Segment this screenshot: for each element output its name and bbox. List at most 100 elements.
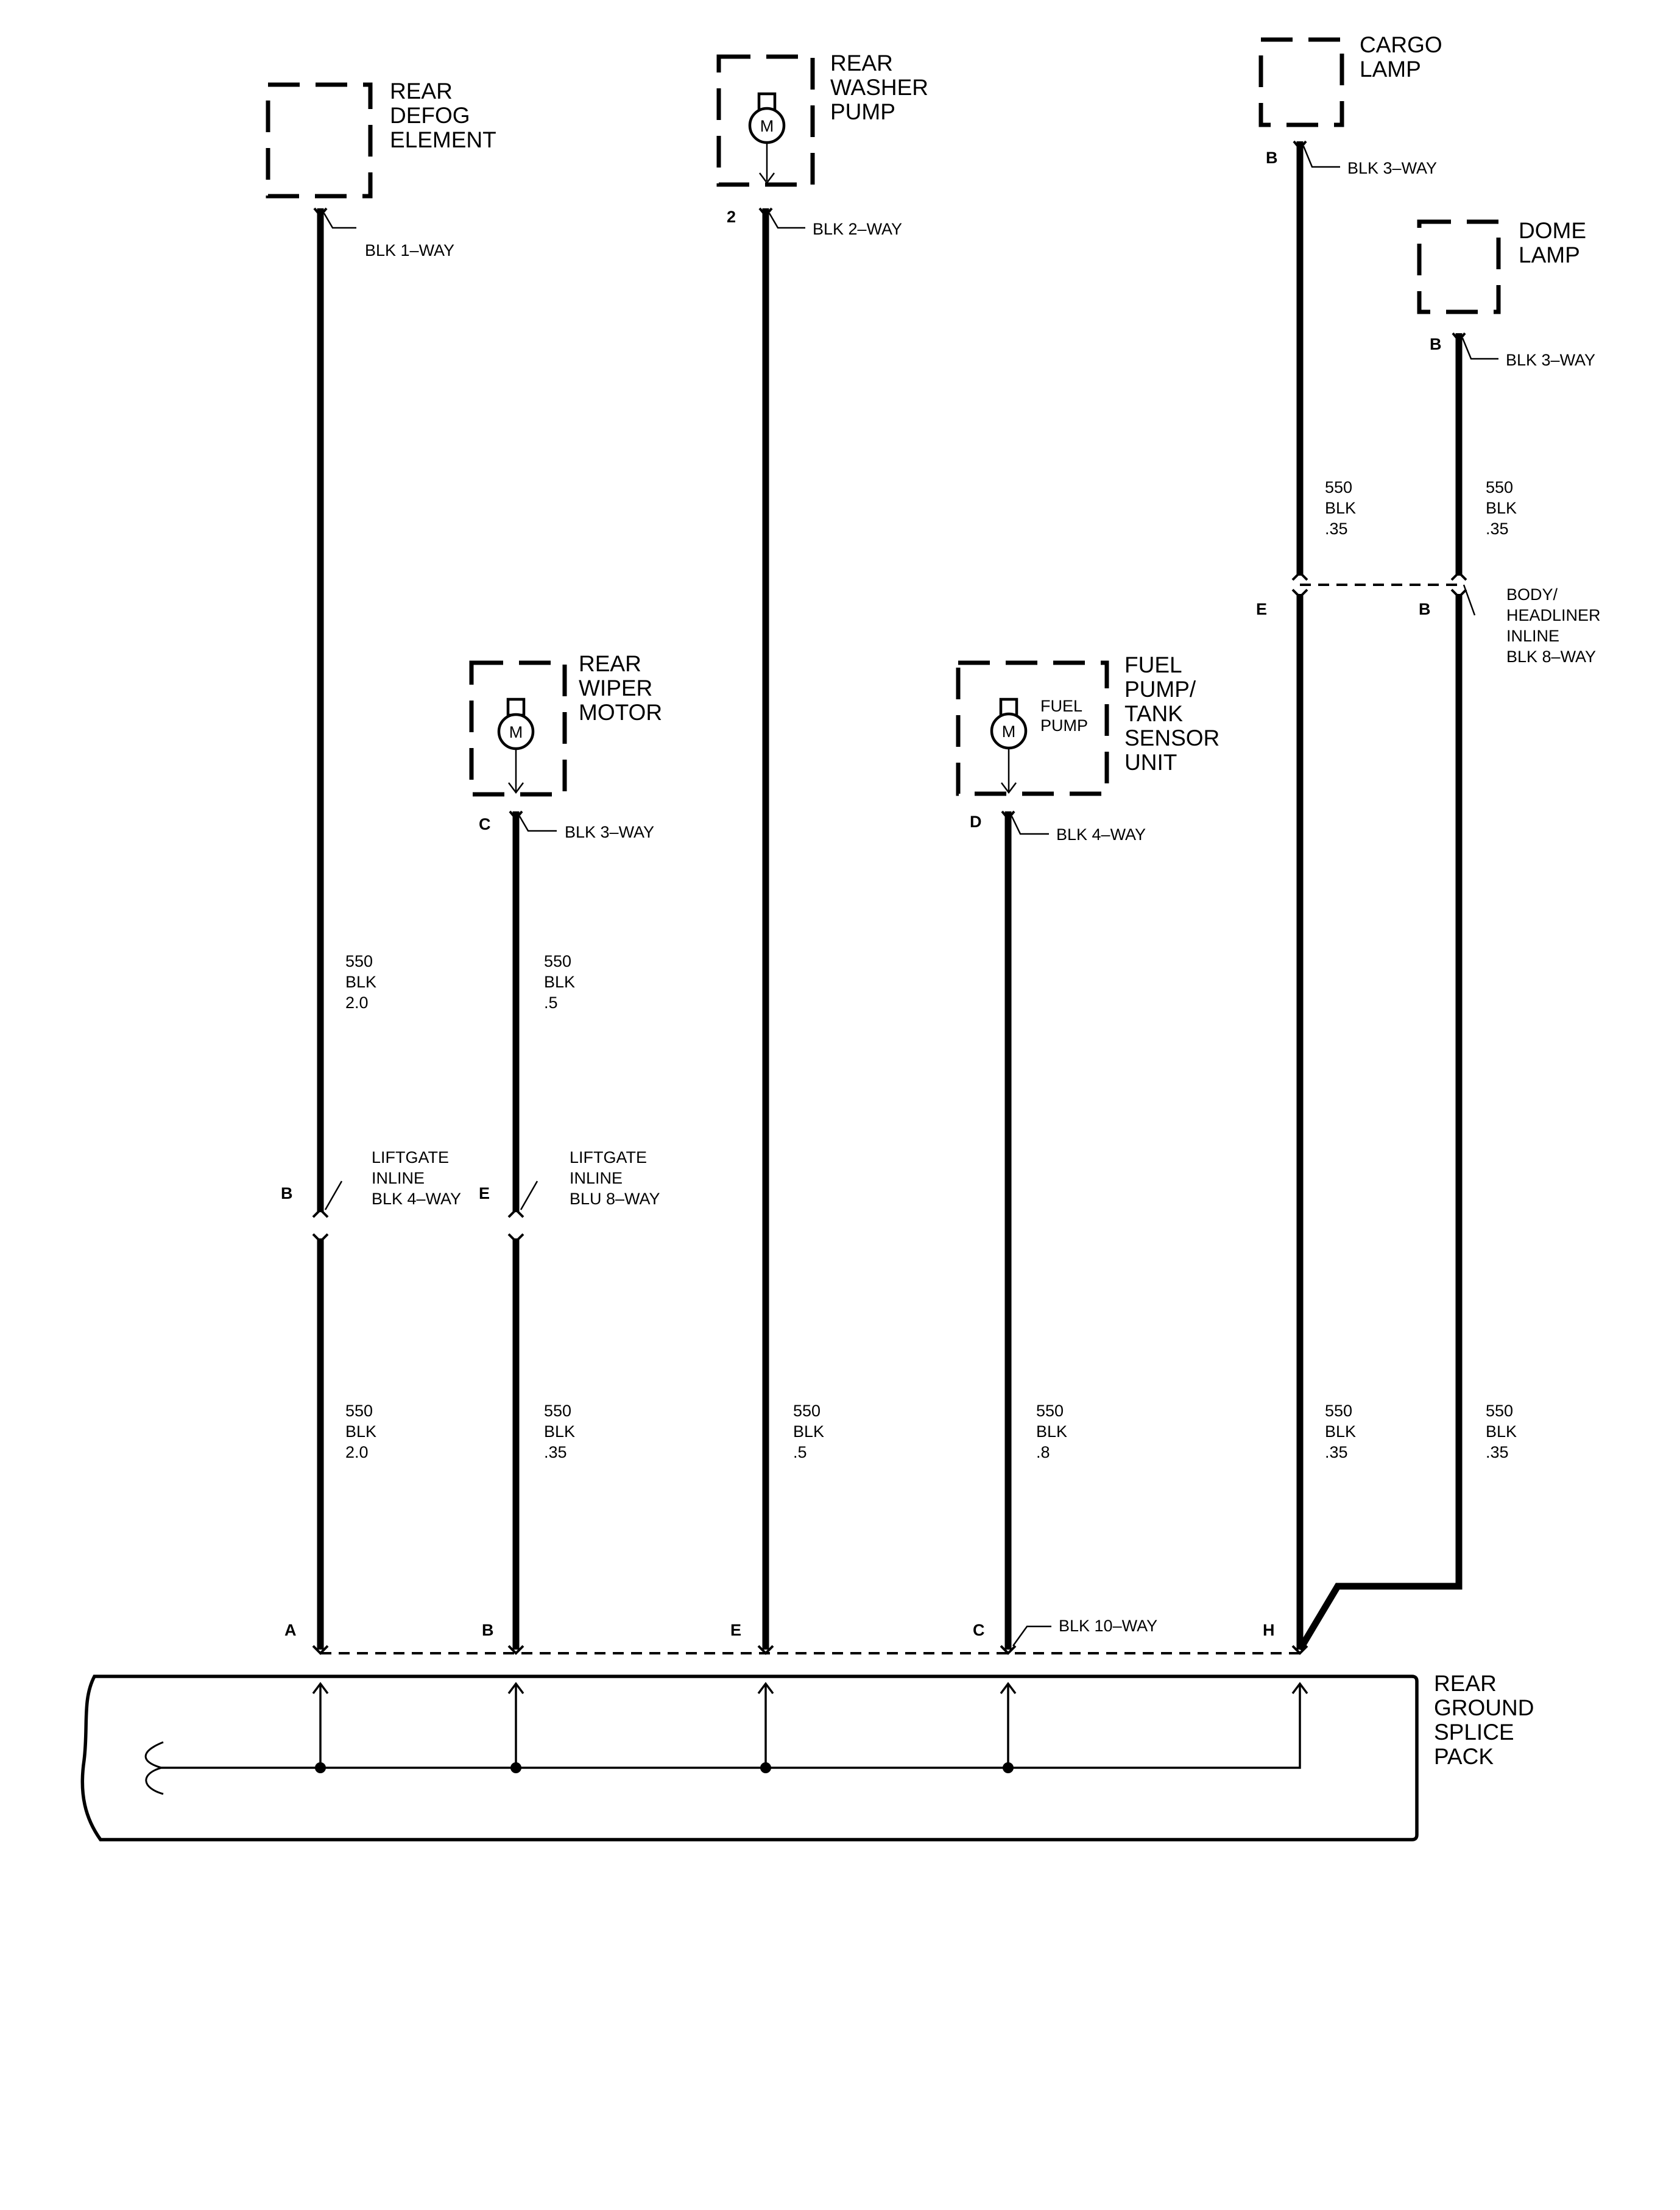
fuel-pump-tank-sensor-box [956, 660, 1109, 796]
svg-text:UNIT: UNIT [1124, 750, 1177, 775]
svg-text:LIFTGATE: LIFTGATE [570, 1148, 647, 1167]
connector-defog-label: BLK 1–WAY [365, 241, 454, 259]
connector-washer-label: BLK 2–WAY [813, 220, 902, 238]
pin-fuel-top: D [970, 813, 982, 831]
svg-text:.5: .5 [793, 1443, 807, 1461]
svg-text:.35: .35 [544, 1443, 567, 1461]
svg-text:.5: .5 [544, 994, 558, 1012]
rear-ground-splice-pack-body [80, 1675, 1419, 1841]
svg-text:550: 550 [544, 1402, 571, 1420]
fuel-pump-inner-label-1: FUEL [1040, 697, 1082, 715]
svg-text:BLK: BLK [544, 1422, 575, 1441]
svg-text:550: 550 [1036, 1402, 1064, 1420]
svg-text:REAR: REAR [579, 651, 641, 676]
pin-splice-a: A [284, 1621, 297, 1639]
svg-text:PACK: PACK [1434, 1744, 1494, 1769]
svg-text:DOME: DOME [1519, 218, 1586, 243]
svg-text:ELEMENT: ELEMENT [390, 127, 496, 152]
svg-text:BLK: BLK [1325, 1422, 1356, 1441]
svg-text:BLK: BLK [1486, 1422, 1517, 1441]
rear-defog-element-box [266, 82, 373, 199]
pin-liftgate-a: B [281, 1184, 293, 1202]
svg-text:REAR: REAR [390, 79, 453, 104]
svg-text:.35: .35 [1486, 520, 1509, 538]
svg-text:PUMP: PUMP [830, 99, 895, 124]
wire-label-dome-upper: 550 BLK .35 [1486, 478, 1517, 538]
svg-text:WIPER: WIPER [579, 676, 652, 701]
wire-label-cargo-upper: 550 BLK .35 [1325, 478, 1356, 538]
wire-label-washer: 550 BLK .5 [793, 1402, 824, 1461]
wire-label-fuel: 550 BLK .8 [1036, 1402, 1067, 1461]
svg-text:INLINE: INLINE [570, 1169, 623, 1187]
svg-text:MOTOR: MOTOR [579, 700, 662, 725]
svg-text:INLINE: INLINE [372, 1169, 425, 1187]
connector-liftgate-b-label: LIFTGATE INLINE BLU 8–WAY [570, 1148, 660, 1208]
svg-text:SENSOR: SENSOR [1124, 725, 1219, 750]
svg-text:.35: .35 [1325, 1443, 1348, 1461]
svg-text:PUMP/: PUMP/ [1124, 677, 1196, 702]
svg-text:2.0: 2.0 [345, 994, 369, 1012]
fuel-pump-motor-symbol: M FUEL PUMP [990, 697, 1088, 794]
svg-text:TANK: TANK [1124, 701, 1183, 726]
pin-splice-b: B [482, 1621, 494, 1639]
svg-text:BLK: BLK [1486, 499, 1517, 517]
pin-dome-top: B [1430, 335, 1442, 353]
motor-m-label: M [509, 723, 523, 741]
svg-text:WASHER: WASHER [830, 75, 928, 100]
pin-liftgate-b: E [479, 1184, 490, 1202]
svg-text:.35: .35 [1325, 520, 1348, 538]
svg-text:550: 550 [1486, 478, 1513, 496]
svg-text:REAR: REAR [1434, 1671, 1497, 1696]
washer-motor-symbol: M [748, 92, 786, 185]
svg-text:SPLICE: SPLICE [1434, 1720, 1514, 1745]
connector-terminal-marks [312, 140, 1467, 1655]
svg-text:LAMP: LAMP [1519, 242, 1580, 267]
rear-washer-pump-box [716, 54, 815, 187]
svg-text:2.0: 2.0 [345, 1443, 369, 1461]
wire-dome-lower [1297, 594, 1463, 1651]
svg-text:HEADLINER: HEADLINER [1506, 606, 1601, 624]
svg-text:BLU 8–WAY: BLU 8–WAY [570, 1190, 660, 1208]
connector-splice-label: BLK 10–WAY [1059, 1617, 1157, 1635]
connector-leaders [323, 146, 1498, 1647]
dome-lamp-box [1417, 219, 1501, 314]
pin-wiper-top: C [479, 815, 491, 833]
connector-wiper-label: BLK 3–WAY [565, 823, 654, 841]
rear-washer-label: REAR WASHER PUMP [830, 51, 928, 124]
rear-wiper-label: REAR WIPER MOTOR [579, 651, 662, 725]
connector-body-headliner-label: BODY/ HEADLINER INLINE BLK 8–WAY [1506, 585, 1601, 666]
svg-text:.8: .8 [1036, 1443, 1050, 1461]
pin-headliner-left: E [1256, 600, 1267, 618]
cargo-lamp-label: CARGO LAMP [1360, 32, 1442, 82]
svg-text:GROUND: GROUND [1434, 1695, 1534, 1720]
connector-cargo-label: BLK 3–WAY [1347, 159, 1437, 177]
svg-text:CARGO: CARGO [1360, 32, 1442, 57]
svg-text:550: 550 [1486, 1402, 1513, 1420]
svg-text:LAMP: LAMP [1360, 57, 1421, 82]
svg-text:FUEL: FUEL [1124, 652, 1182, 677]
svg-text:BLK: BLK [1325, 499, 1356, 517]
rear-wiper-motor-box [469, 660, 567, 797]
svg-text:REAR: REAR [830, 51, 893, 76]
svg-text:550: 550 [1325, 1402, 1352, 1420]
svg-text:BLK: BLK [345, 1422, 376, 1441]
fuel-pump-unit-label: FUEL PUMP/ TANK SENSOR UNIT [1124, 652, 1219, 775]
wire-label-dome-lower: 550 BLK .35 [1486, 1402, 1517, 1461]
dome-lamp-label: DOME LAMP [1519, 218, 1586, 267]
connector-liftgate-a-label: LIFTGATE INLINE BLK 4–WAY [372, 1148, 461, 1208]
wire-label-defog-upper: 550 BLK 2.0 [345, 952, 376, 1012]
svg-text:550: 550 [345, 952, 373, 970]
pin-washer-top: 2 [727, 208, 736, 226]
rear-ground-splice-pack-label: REAR GROUND SPLICE PACK [1434, 1671, 1534, 1769]
pin-splice-e: E [730, 1621, 741, 1639]
wire-label-wiper-upper: 550 BLK .5 [544, 952, 575, 1012]
pin-splice-c: C [973, 1621, 985, 1639]
svg-text:BODY/: BODY/ [1506, 585, 1558, 604]
svg-text:BLK 4–WAY: BLK 4–WAY [372, 1190, 461, 1208]
pin-cargo-top: B [1266, 149, 1278, 167]
svg-text:.35: .35 [1486, 1443, 1509, 1461]
wire-label-cargo-lower: 550 BLK .35 [1325, 1402, 1356, 1461]
svg-text:BLK 8–WAY: BLK 8–WAY [1506, 648, 1596, 666]
svg-text:LIFTGATE: LIFTGATE [372, 1148, 449, 1167]
svg-text:550: 550 [544, 952, 571, 970]
